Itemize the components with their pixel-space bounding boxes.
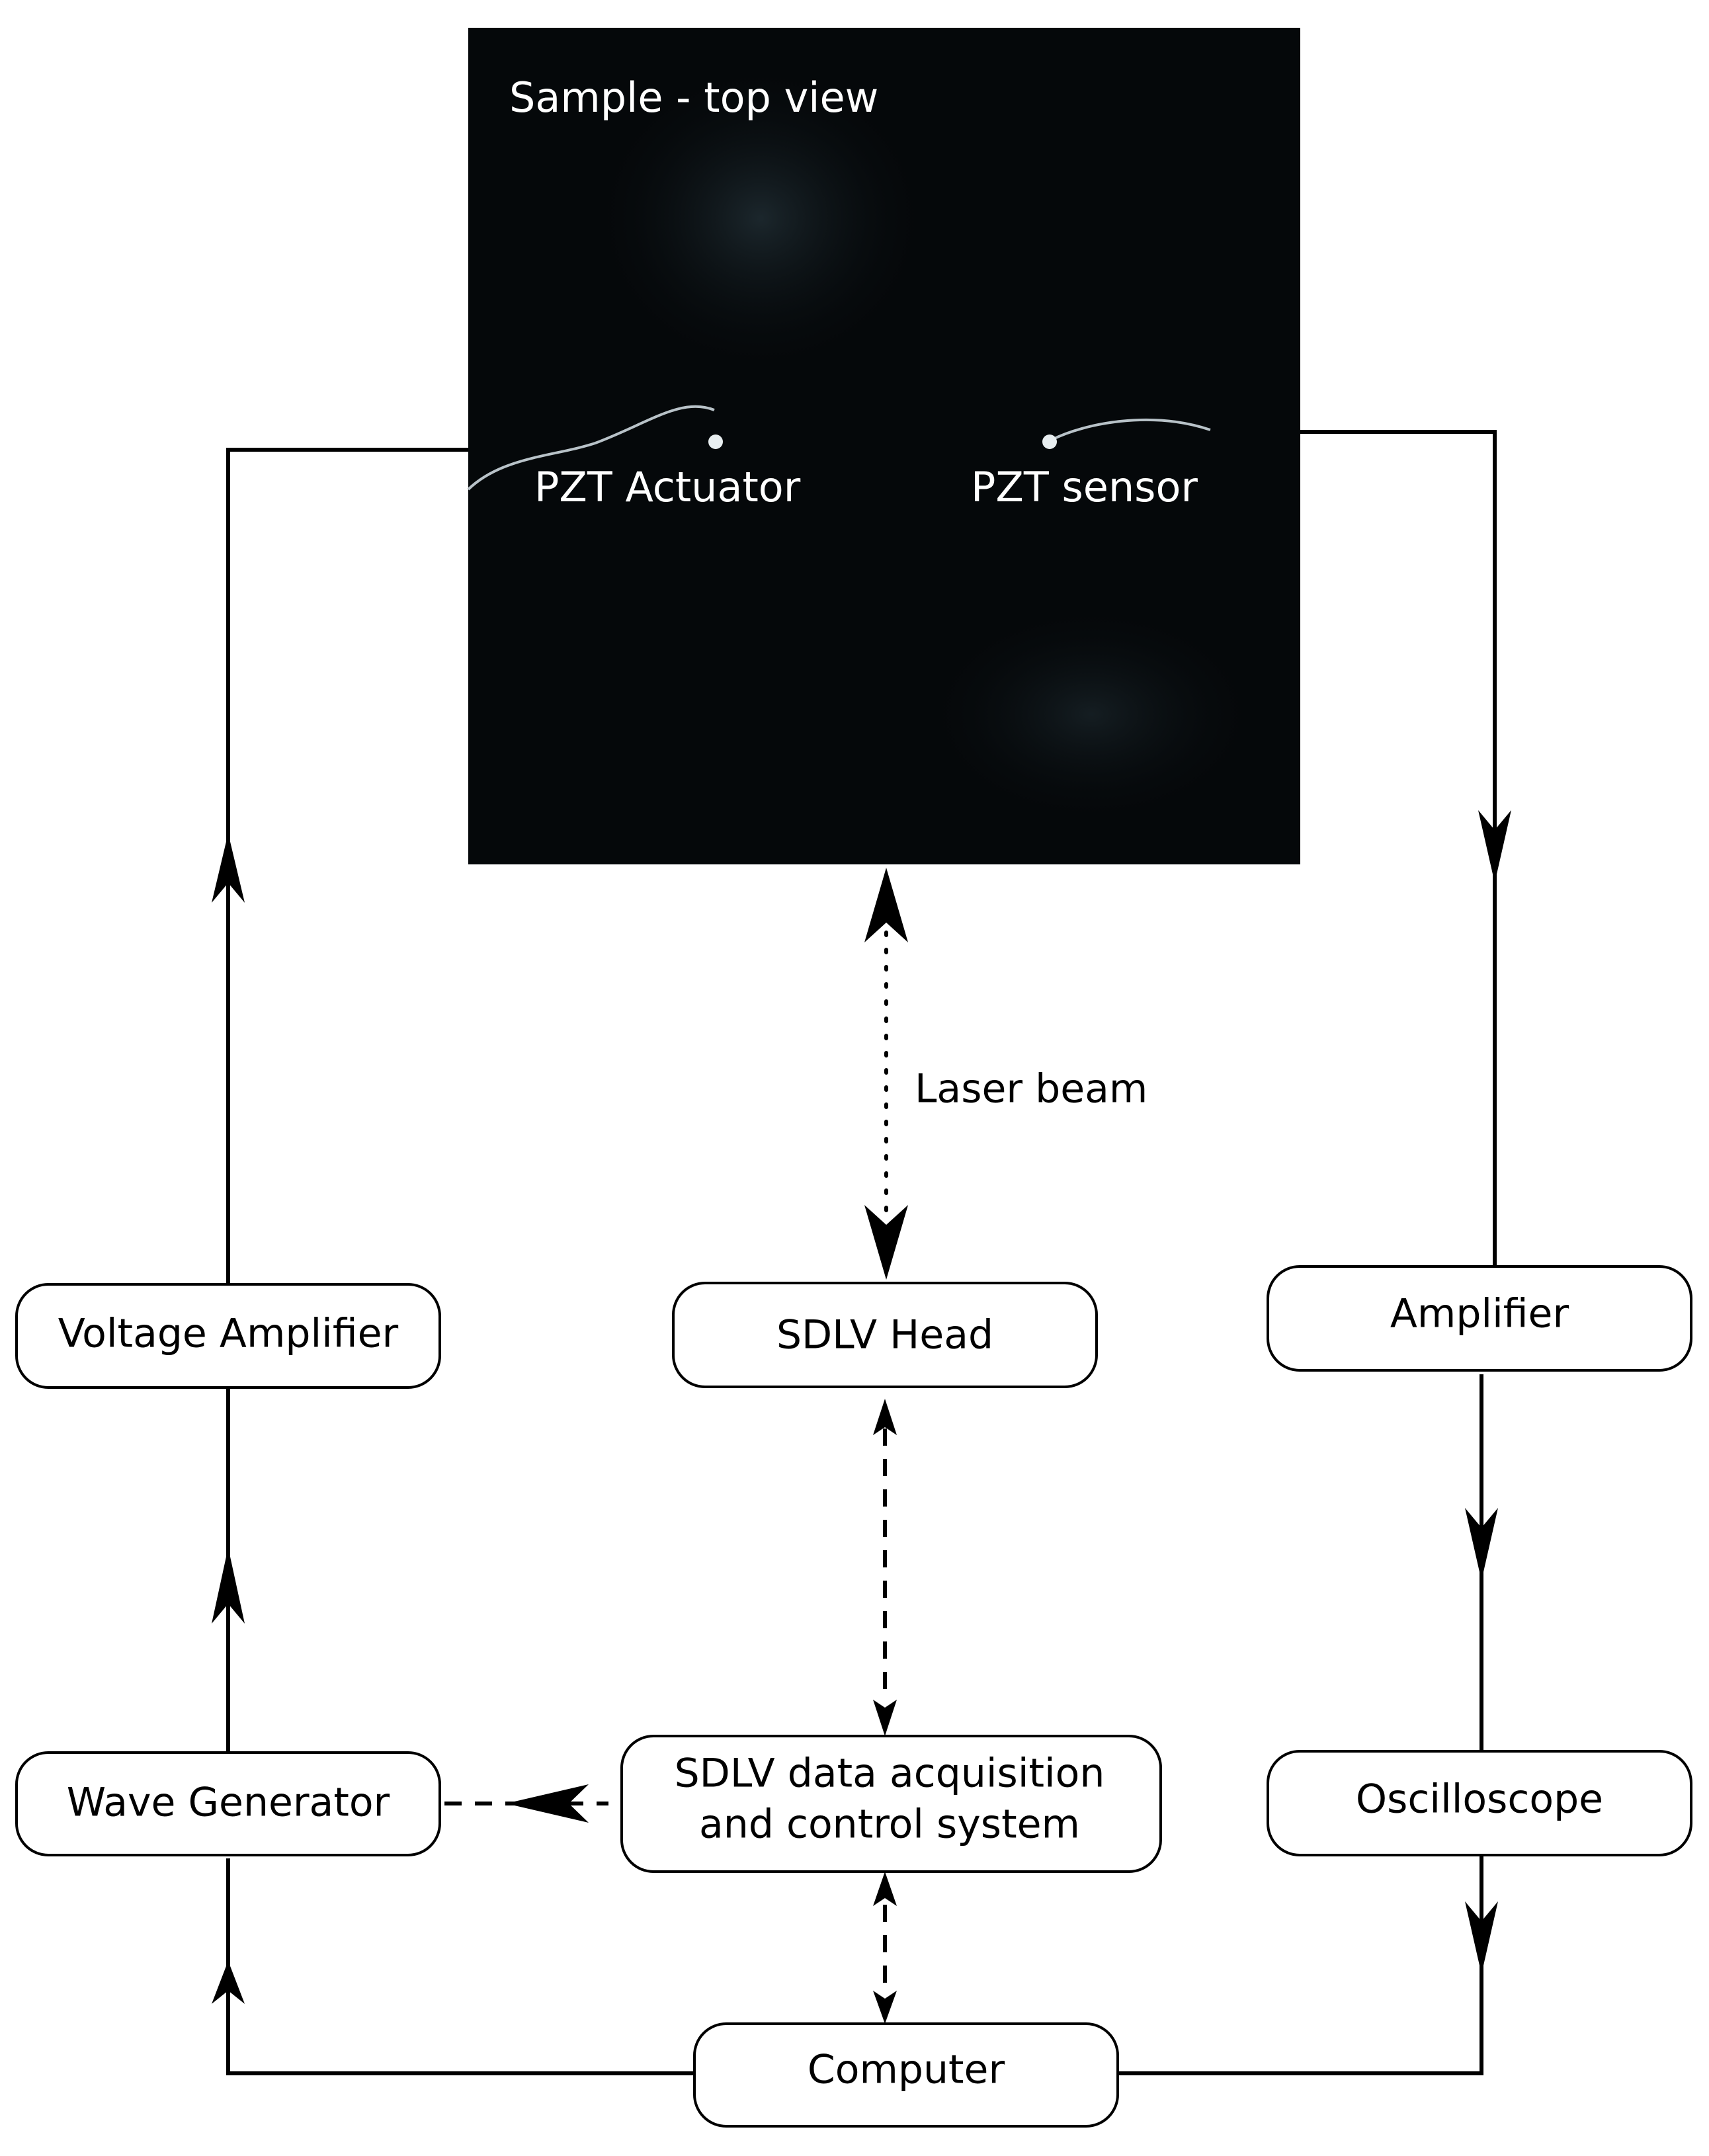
sensing-path	[1118, 430, 1511, 2075]
box-sdlv-daq: SDLV data acquisition and control system	[620, 1735, 1162, 1873]
sensor-disc	[1042, 435, 1057, 449]
actuator-label: PZT Actuator	[534, 463, 801, 511]
head-daq-link	[873, 1399, 897, 1736]
sensor-to-amplifier-line	[1300, 430, 1497, 1266]
arrow-up-3	[212, 833, 245, 903]
sensor-label: PZT sensor	[971, 463, 1198, 511]
excitation-path	[212, 448, 694, 2075]
arrow-down-3	[1465, 1901, 1498, 1974]
box-oscilloscope: Oscilloscope	[1267, 1750, 1692, 1856]
daq-wavegen-arrow	[506, 1784, 589, 1823]
sdlv-daq-label-line1: SDLV data acquisition	[675, 1751, 1105, 1797]
laser-arrow-up	[864, 868, 908, 942]
amplifier-to-actuator-line	[226, 448, 468, 1284]
laser-arrow-down	[864, 1205, 908, 1280]
computer-label: Computer	[808, 2047, 1005, 2093]
laser-beam-label: Laser beam	[915, 1066, 1147, 1112]
laser-beam: Laser beam	[864, 868, 1147, 1280]
head-daq-arrow-down	[873, 1700, 897, 1736]
computer-to-wave-generator-line	[226, 1858, 694, 2075]
sdlv-daq-label-line2: and control system	[699, 1802, 1080, 1848]
arrow-up-2	[212, 1548, 245, 1624]
sdlv-head-label: SDLV Head	[776, 1312, 993, 1358]
oscilloscope-to-computer-line	[1118, 1855, 1483, 2075]
arrow-down-1	[1478, 810, 1511, 883]
actuator-disc	[708, 435, 723, 449]
sensor-wire	[1051, 418, 1211, 441]
box-sdlv-head: SDLV Head	[672, 1282, 1098, 1388]
arrow-up-1	[212, 1961, 245, 2004]
box-computer: Computer	[693, 2022, 1119, 2128]
daq-computer-arrow-up	[873, 1872, 897, 1906]
photo-title: Sample - top view	[509, 73, 878, 122]
box-voltage-amplifier: Voltage Amplifier	[15, 1283, 441, 1389]
box-wave-generator: Wave Generator	[15, 1751, 441, 1856]
amplifier-label: Amplifier	[1390, 1291, 1569, 1337]
arrow-down-2	[1465, 1508, 1498, 1581]
oscilloscope-label: Oscilloscope	[1356, 1776, 1603, 1823]
daq-to-wave-generator-link	[444, 1784, 608, 1823]
daq-computer-arrow-down	[873, 1991, 897, 2024]
daq-computer-link	[873, 1872, 897, 2024]
voltage-amplifier-label: Voltage Amplifier	[58, 1311, 399, 1357]
actuator-wire	[467, 405, 715, 491]
box-amplifier: Amplifier	[1267, 1265, 1692, 1372]
wave-generator-label: Wave Generator	[67, 1780, 390, 1826]
head-daq-arrow-up	[873, 1399, 897, 1435]
sample-photo: Sample - top view PZT Actuator PZT senso…	[467, 28, 1300, 864]
